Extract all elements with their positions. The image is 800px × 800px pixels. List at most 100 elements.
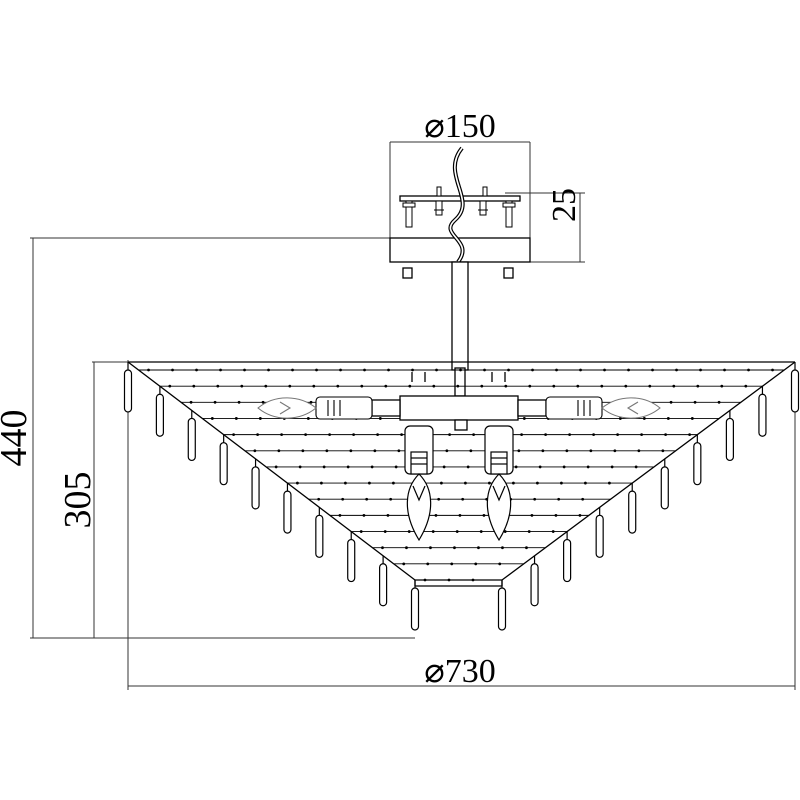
bead bbox=[675, 368, 678, 372]
bead bbox=[219, 368, 222, 372]
ceiling-canopy bbox=[389, 146, 531, 279]
bead bbox=[696, 384, 700, 388]
crystal-drop bbox=[693, 434, 702, 486]
bead bbox=[267, 368, 270, 372]
bead bbox=[555, 368, 558, 372]
bead bbox=[522, 417, 526, 420]
crystal-drop bbox=[283, 483, 292, 534]
mounting-screws bbox=[402, 186, 516, 228]
bead bbox=[232, 433, 235, 437]
bead bbox=[717, 400, 721, 404]
body-height-label: 305 bbox=[57, 472, 99, 529]
bead bbox=[586, 465, 590, 469]
bead bbox=[525, 546, 528, 550]
bead bbox=[171, 368, 174, 372]
bead bbox=[147, 368, 150, 372]
bead bbox=[554, 513, 558, 517]
bead bbox=[482, 513, 486, 517]
bead bbox=[408, 384, 412, 388]
bead bbox=[328, 433, 331, 437]
bead bbox=[445, 449, 449, 453]
candle-bulb-right bbox=[484, 425, 514, 542]
bead bbox=[458, 513, 462, 517]
bead bbox=[168, 384, 172, 388]
crystal-bead-dots bbox=[147, 368, 774, 582]
bead bbox=[559, 481, 563, 485]
bead bbox=[461, 497, 465, 501]
crystal-drop bbox=[595, 507, 604, 558]
bead bbox=[610, 465, 614, 469]
crystal-drop bbox=[347, 531, 356, 583]
bead bbox=[423, 578, 427, 582]
bead bbox=[600, 384, 604, 388]
bead bbox=[240, 384, 244, 388]
bead bbox=[346, 465, 350, 469]
bead bbox=[613, 449, 617, 453]
crystal-drop bbox=[187, 410, 196, 462]
crystal-drop bbox=[497, 580, 507, 631]
bead bbox=[589, 449, 593, 453]
bead bbox=[339, 368, 342, 372]
crystal-drop bbox=[123, 362, 133, 413]
bead bbox=[607, 481, 611, 485]
bead bbox=[312, 384, 316, 388]
bead bbox=[666, 417, 670, 420]
bead bbox=[359, 530, 363, 533]
bead bbox=[480, 384, 484, 388]
bead bbox=[568, 433, 571, 437]
bead bbox=[453, 546, 456, 550]
bead bbox=[411, 368, 414, 372]
bead bbox=[264, 384, 268, 388]
bead bbox=[527, 530, 531, 533]
bead bbox=[693, 400, 697, 404]
bead bbox=[533, 497, 537, 501]
bead bbox=[618, 417, 622, 420]
crystal-drop bbox=[628, 483, 637, 534]
crystal-drop bbox=[410, 580, 420, 631]
bead bbox=[400, 433, 403, 437]
bead bbox=[429, 546, 432, 550]
crystal-drop bbox=[251, 458, 260, 510]
bead bbox=[216, 384, 220, 388]
bead bbox=[747, 368, 750, 372]
bead bbox=[517, 449, 521, 453]
bead bbox=[474, 562, 478, 566]
crystal-drop bbox=[758, 386, 767, 437]
bead bbox=[274, 465, 278, 469]
bead bbox=[256, 433, 259, 437]
bead bbox=[501, 546, 504, 550]
bead bbox=[624, 384, 628, 388]
bead bbox=[771, 368, 774, 372]
bead bbox=[483, 368, 486, 372]
bead bbox=[301, 449, 305, 453]
bead bbox=[405, 546, 408, 550]
dimension-lines bbox=[30, 141, 796, 690]
bead bbox=[579, 368, 582, 372]
bead bbox=[370, 465, 374, 469]
bead bbox=[551, 530, 555, 533]
bead bbox=[376, 433, 379, 437]
bead bbox=[448, 433, 451, 437]
bead bbox=[280, 433, 283, 437]
bead bbox=[520, 433, 523, 437]
bead bbox=[210, 417, 214, 420]
bead bbox=[432, 384, 436, 388]
bead bbox=[535, 481, 539, 485]
bead bbox=[442, 465, 446, 469]
bead bbox=[699, 368, 702, 372]
crystal-drop bbox=[563, 531, 572, 583]
bead bbox=[304, 433, 307, 437]
bead bbox=[562, 465, 566, 469]
bead bbox=[688, 433, 691, 437]
bead bbox=[487, 481, 491, 485]
bead bbox=[720, 384, 724, 388]
bead bbox=[397, 449, 401, 453]
bead bbox=[439, 481, 443, 485]
bead bbox=[336, 384, 340, 388]
bead bbox=[455, 530, 459, 533]
bead bbox=[426, 562, 430, 566]
bead bbox=[557, 497, 561, 501]
bead bbox=[507, 368, 510, 372]
bead bbox=[576, 384, 580, 388]
bead bbox=[578, 513, 582, 517]
